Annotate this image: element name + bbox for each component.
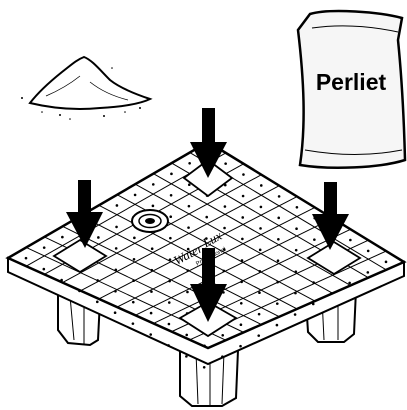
tray-stud xyxy=(221,334,224,337)
tray-stud xyxy=(260,184,263,187)
tray-stud xyxy=(277,238,280,241)
tray-stud xyxy=(43,268,46,271)
tray-stud xyxy=(187,226,190,229)
tray-stud xyxy=(242,195,245,198)
tray-stud xyxy=(367,250,370,253)
tray-stud xyxy=(276,302,279,305)
tray-stud xyxy=(296,206,299,209)
tray-stud xyxy=(132,301,135,304)
tray-stud xyxy=(61,236,64,239)
tray-stud xyxy=(188,205,191,208)
drain-icon xyxy=(132,210,168,232)
tray-stud xyxy=(188,183,191,186)
tray-stud xyxy=(168,280,171,283)
tray-stud xyxy=(134,194,137,197)
tray-stud xyxy=(132,279,135,282)
tray-stud xyxy=(239,345,242,348)
tray-stud xyxy=(133,237,136,240)
tray-stud xyxy=(43,246,46,249)
tray-stud xyxy=(242,173,245,176)
tray-stud xyxy=(151,269,154,272)
tray-stud xyxy=(241,259,244,262)
tray-stud xyxy=(259,227,262,230)
tray-stud xyxy=(330,292,333,295)
tray-stud xyxy=(259,270,262,273)
tray-stud xyxy=(185,355,188,358)
tray-stud xyxy=(277,217,280,220)
tray-stud xyxy=(295,270,298,273)
tray-stud xyxy=(260,206,263,209)
tray-stud xyxy=(294,313,297,316)
tray-stud xyxy=(115,226,118,229)
bag-label: Perliet xyxy=(316,69,387,95)
tray-stud xyxy=(25,257,28,260)
tray-stud xyxy=(149,333,152,336)
tray-stud xyxy=(312,281,315,284)
tray-stud xyxy=(294,292,297,295)
tray-stud xyxy=(152,205,155,208)
tray-stud xyxy=(257,334,260,337)
tray-stud xyxy=(367,271,370,274)
tray-stud xyxy=(188,162,191,165)
tray-stud xyxy=(240,323,243,326)
tray-stud xyxy=(259,249,262,252)
tray-stud xyxy=(169,237,172,240)
tray-stud xyxy=(221,355,224,358)
tray-stud xyxy=(96,301,99,304)
tray-stud xyxy=(203,366,206,369)
tray-stud xyxy=(223,270,226,273)
tray-stud xyxy=(167,344,170,347)
tray-stud xyxy=(169,215,172,218)
tray-stud xyxy=(170,173,173,176)
tray-stud xyxy=(276,324,279,327)
tray-stud xyxy=(150,312,153,315)
tray-stud xyxy=(60,279,63,282)
tray-stud xyxy=(185,334,188,337)
tray-stud xyxy=(187,269,190,272)
tray-stud xyxy=(278,195,281,198)
tray-stud xyxy=(348,282,351,285)
tray-stud xyxy=(223,227,226,230)
tray-stud xyxy=(97,236,100,239)
tray-stud xyxy=(276,281,279,284)
tray-stud xyxy=(168,323,171,326)
perlite-pile xyxy=(21,57,150,120)
tray-stud xyxy=(240,302,243,305)
tray-stud xyxy=(385,261,388,264)
tray-stud xyxy=(203,345,206,348)
tray-stud xyxy=(205,216,208,219)
tray-stud xyxy=(170,194,173,197)
tray-stud xyxy=(114,290,117,293)
tray-stud xyxy=(151,247,154,250)
tray-stud xyxy=(168,301,171,304)
tray-stud xyxy=(115,269,118,272)
tray-stud xyxy=(96,279,99,282)
tray-stud xyxy=(277,259,280,262)
tray-stud xyxy=(313,238,316,241)
tray-stud xyxy=(114,311,117,314)
tray-stud xyxy=(295,227,298,230)
tray-stud xyxy=(186,291,189,294)
tray-stud xyxy=(152,183,155,186)
tray-stud xyxy=(258,313,261,316)
tray-stud xyxy=(133,258,136,261)
tray-stud xyxy=(241,216,244,219)
tray-stud xyxy=(169,258,172,261)
tray-stud xyxy=(115,247,118,250)
perlite-bag: Perliet xyxy=(298,11,405,168)
tray-stud xyxy=(150,290,153,293)
tray-stud xyxy=(258,291,261,294)
tray-stud xyxy=(241,238,244,241)
tray-stud xyxy=(312,303,315,306)
tray-stud xyxy=(240,281,243,284)
tray-stud xyxy=(78,290,81,293)
tray-stud xyxy=(224,205,227,208)
tray-stud xyxy=(224,162,227,165)
tray-stud xyxy=(132,322,135,325)
tray-stud xyxy=(349,239,352,242)
tray-stud xyxy=(116,204,119,207)
tray-stud xyxy=(295,249,298,252)
